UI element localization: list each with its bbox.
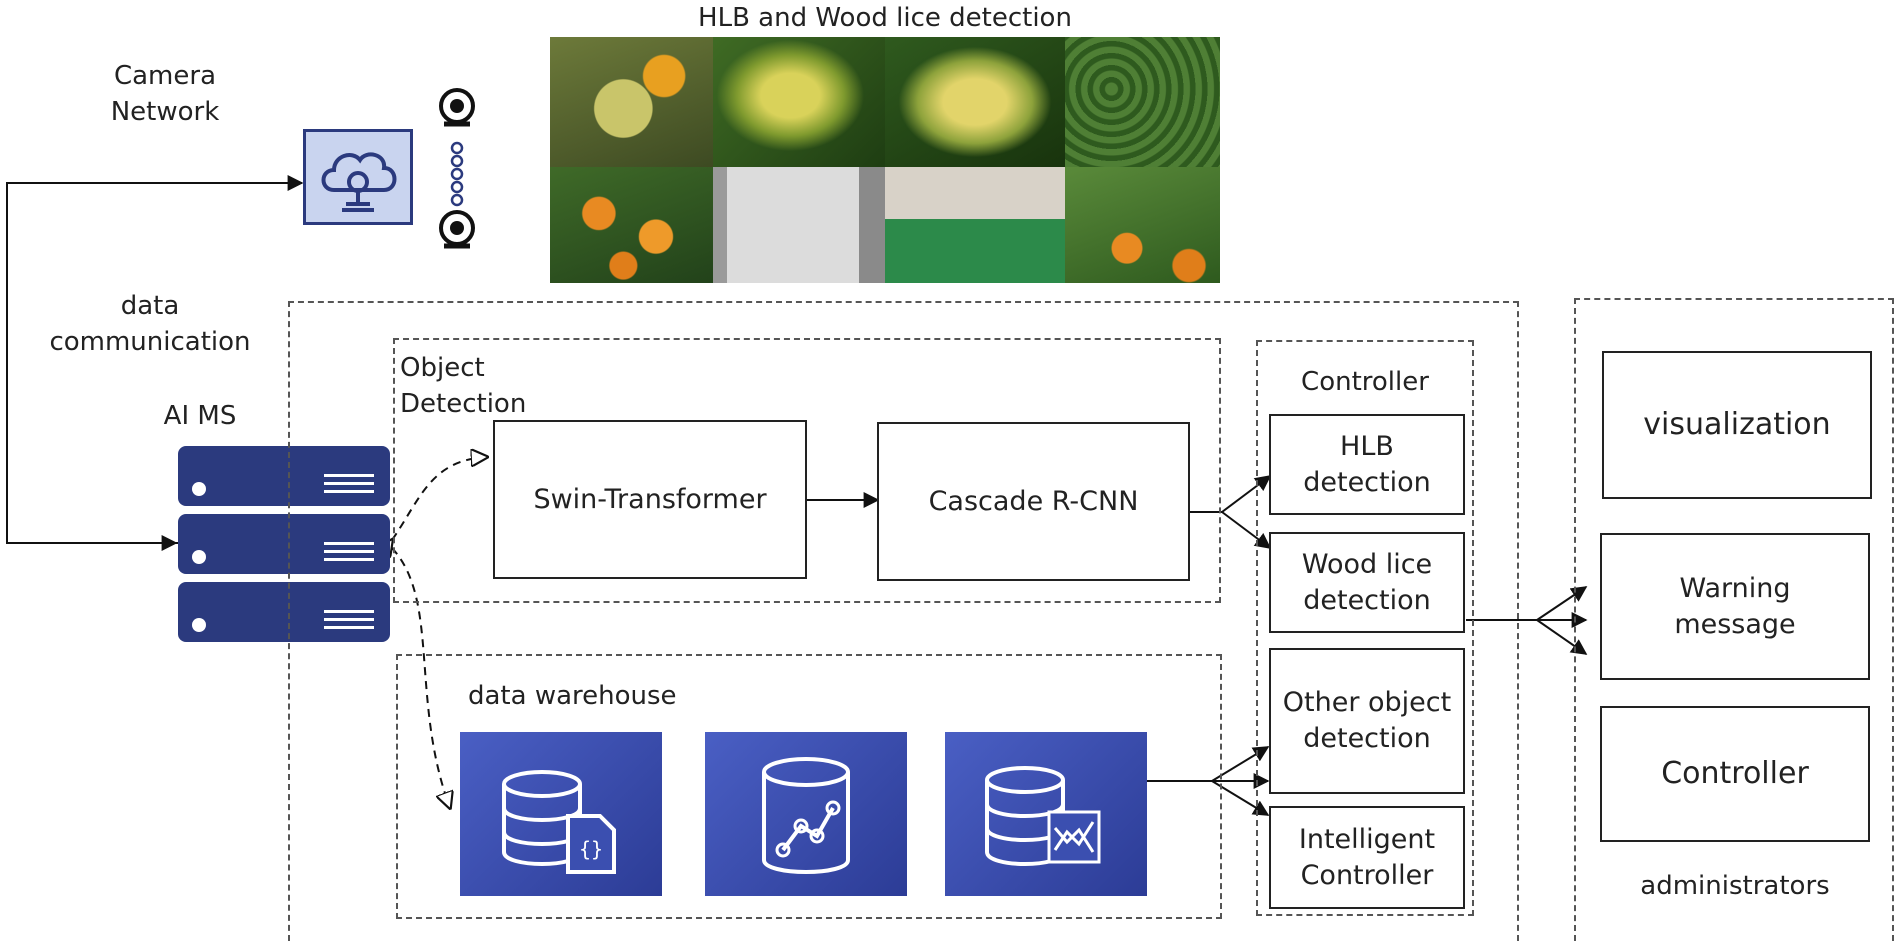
database-document-icon: {} <box>460 732 662 896</box>
visualization-box: visualization <box>1602 351 1872 499</box>
database-analytics-icon <box>945 732 1147 896</box>
ai-ms-label: AI MS <box>163 401 237 431</box>
data-communication-label: data communication <box>49 291 251 357</box>
photo-mottled-leaf <box>713 37 885 167</box>
warning-message-box: Warning message <box>1600 533 1870 680</box>
camera-network-label: Camera Network <box>110 61 220 127</box>
photo-trap-box <box>713 167 885 283</box>
cascade-rcnn-box: Cascade R-CNN <box>877 422 1190 581</box>
photo-green-machine <box>885 167 1065 283</box>
controller-title: Controller <box>1301 367 1429 397</box>
ai-ms-region <box>288 301 1519 941</box>
object-detection-label: Object Detection <box>400 353 527 419</box>
server-to-warehouse-link <box>391 547 450 808</box>
to-visualization-arrow <box>1536 586 1588 621</box>
webcam-icon <box>434 88 480 130</box>
other-object-detection-box: Other object detection <box>1269 648 1465 794</box>
server-unit <box>178 514 390 574</box>
admin-controller-box: Controller <box>1600 706 1870 842</box>
detection-photo-grid <box>550 37 1220 283</box>
server-unit <box>178 446 390 506</box>
swin-transformer-box: Swin-Transformer <box>493 420 807 579</box>
server-unit <box>178 582 390 642</box>
data-warehouse-label: data warehouse <box>468 681 677 711</box>
data-warehouse-region <box>396 654 1222 919</box>
object-detection-region <box>393 338 1221 603</box>
administrators-region <box>1574 298 1894 941</box>
svg-text:{}: {} <box>579 837 603 861</box>
cloud-camera-icon <box>303 129 413 225</box>
database-graph-icon <box>705 732 907 896</box>
controller-region <box>1256 340 1474 916</box>
cascade-to-woodlice-arrow <box>1221 511 1272 549</box>
administrators-label: administrators <box>1640 871 1830 901</box>
webcam-icon <box>434 210 480 252</box>
camera-chain-dots <box>450 140 464 207</box>
cascade-to-hlb-arrow <box>1221 475 1272 513</box>
photo-green-bush <box>1065 37 1220 167</box>
photo-citrus-yellow-leaves <box>550 37 713 167</box>
photo-orange-branch <box>1065 167 1220 283</box>
photos-title: HLB and Wood lice detection <box>698 3 1072 33</box>
hlb-detection-box: HLB detection <box>1269 414 1465 515</box>
server-to-detection-link <box>392 457 487 540</box>
photo-yellow-leaf <box>885 37 1065 167</box>
to-admin-controller-arrow <box>1536 619 1588 655</box>
intelligent-controller-box: Intelligent Controller <box>1269 806 1465 909</box>
wood-lice-detection-box: Wood lice detection <box>1269 532 1465 633</box>
photo-oranges-tree <box>550 167 713 283</box>
